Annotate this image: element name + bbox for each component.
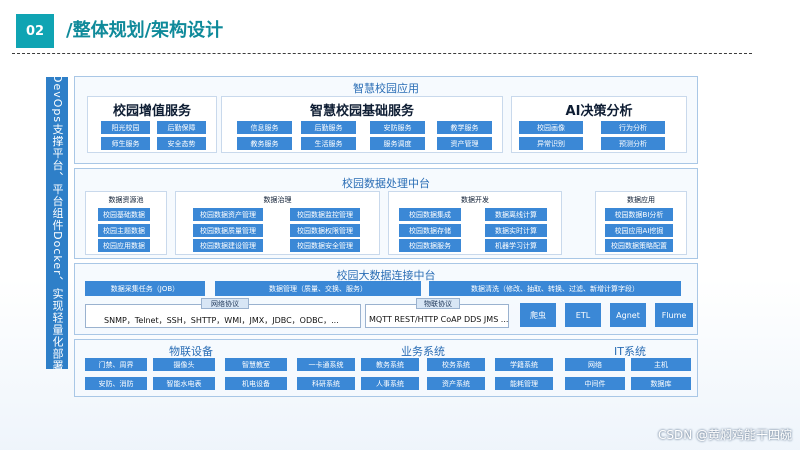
iot-devices-title: 物联设备 <box>169 345 213 358</box>
chip-teacher-student-service[interactable]: 师生服务 <box>101 137 150 150</box>
ai-decision-title: AI决策分析 <box>565 104 633 119</box>
data-pool-card: 数据资源池 校园基础数据 校园主题数据 校园应用数据 <box>85 191 167 255</box>
chip-hr-system[interactable]: 人事系统 <box>361 377 419 390</box>
bar-data-collection-job[interactable]: 数据采集任务（JOB） <box>85 281 205 296</box>
chip-anomaly-detection[interactable]: 异常识别 <box>519 137 583 150</box>
data-application-title: 数据应用 <box>627 196 655 204</box>
business-systems-title: 业务系统 <box>401 345 445 358</box>
chip-life-service[interactable]: 生活服务 <box>301 137 356 150</box>
chip-security-service[interactable]: 安防服务 <box>370 121 425 134</box>
iot-protocol-box: 物联协议 MQTT REST/HTTP CoAP DDS JMS ... <box>365 298 509 328</box>
chip-info-service[interactable]: 信息服务 <box>237 121 292 134</box>
csdn-watermark: CSDN @黄焖鸡能干四碗 <box>657 428 792 442</box>
chip-data-storage[interactable]: 校园数据存储 <box>399 224 461 237</box>
data-governance-title: 数据治理 <box>263 196 292 204</box>
data-pool-title: 数据资源池 <box>108 196 144 204</box>
chip-asset-system[interactable]: 资产系统 <box>427 377 485 390</box>
chip-data-asset-mgmt[interactable]: 校园数据资产管理 <box>193 208 263 221</box>
tool-agnet[interactable]: Agnet <box>610 303 646 327</box>
chip-data-service[interactable]: 校园数据服务 <box>399 239 461 252</box>
chip-data-quality-mgmt[interactable]: 校园数据质量管理 <box>193 224 263 237</box>
chip-asset-management[interactable]: 资产管理 <box>437 137 492 150</box>
chip-ai-mining[interactable]: 校园应用AI挖掘 <box>605 224 673 237</box>
chip-data-security-mgmt[interactable]: 校园数据安全管理 <box>290 239 360 252</box>
chip-logistics-service[interactable]: 后勤服务 <box>301 121 356 134</box>
chip-sunshine-campus[interactable]: 阳光校园 <box>101 121 150 134</box>
it-systems-title: IT系统 <box>614 345 646 358</box>
chip-energy-management[interactable]: 能耗管理 <box>495 377 553 390</box>
tool-etl[interactable]: ETL <box>565 303 601 327</box>
chip-campus-profile[interactable]: 校园画像 <box>519 121 583 134</box>
chip-camera[interactable]: 摄像头 <box>153 358 215 371</box>
chip-campus-app-data[interactable]: 校园应用数据 <box>98 239 150 252</box>
chip-network[interactable]: 网络 <box>565 358 625 371</box>
chip-ml-compute[interactable]: 机器学习计算 <box>485 239 547 252</box>
basic-service-card: 智慧校园基础服务 信息服务 后勤服务 安防服务 教学服务 教务服务 生活服务 服… <box>221 96 503 153</box>
chip-smart-meter[interactable]: 智能水电表 <box>153 377 215 390</box>
chip-prediction-analysis[interactable]: 预测分析 <box>601 137 665 150</box>
ai-decision-card: AI决策分析 校园画像 行为分析 异常识别 预测分析 <box>511 96 687 153</box>
chip-service-dispatch[interactable]: 服务调度 <box>370 137 425 150</box>
iot-protocol-list: MQTT REST/HTTP CoAP DDS JMS ... <box>369 315 509 324</box>
network-protocol-list: SNMP，Telnet，SSH，SHTTP，WMI，JMX，JDBC，ODBC，… <box>104 316 339 325</box>
chip-mechanical-equipment[interactable]: 机电设备 <box>225 377 287 390</box>
data-governance-card: 数据治理 校园数据资产管理 校园数据监控管理 校园数据质量管理 校园数据权限管理… <box>175 191 380 255</box>
bigdata-connect-title: 校园大数据连接中台 <box>336 269 436 282</box>
devops-sidebar: DevOps支撑平台、平台组件Docker、实现轻量化部署 <box>46 77 68 369</box>
chip-realtime-compute[interactable]: 数据实时计算 <box>485 224 547 237</box>
data-development-title: 数据开发 <box>461 196 489 204</box>
data-development-card: 数据开发 校园数据集成 数据离线计算 校园数据存储 数据实时计算 校园数据服务 … <box>388 191 562 255</box>
chip-data-build-mgmt[interactable]: 校园数据建设管理 <box>193 239 263 252</box>
chip-data-integration[interactable]: 校园数据集成 <box>399 208 461 221</box>
chip-logistics-support[interactable]: 后勤保障 <box>157 121 206 134</box>
network-protocol-box: 网络协议 SNMP，Telnet，SSH，SHTTP，WMI，JMX，JDBC，… <box>85 298 361 328</box>
chip-bi-analysis[interactable]: 校园数据BI分析 <box>605 208 673 221</box>
app-layer: 智慧校园应用 校园增值服务 阳光校园 后勤保障 师生服务 安全态势 智慧校园基础… <box>74 76 698 164</box>
bar-data-management[interactable]: 数据管理（质量、交换、服务） <box>215 281 421 296</box>
data-processing-layer: 校园数据处理中台 数据资源池 校园基础数据 校园主题数据 校园应用数据 数据治理… <box>74 168 698 259</box>
chip-offline-compute[interactable]: 数据离线计算 <box>485 208 547 221</box>
chip-access-control[interactable]: 门禁、周界 <box>85 358 147 371</box>
chip-fire-security[interactable]: 安防、消防 <box>85 377 147 390</box>
title-divider <box>12 53 752 54</box>
chip-research-system[interactable]: 科研系统 <box>297 377 355 390</box>
chip-security-situation[interactable]: 安全态势 <box>157 137 206 150</box>
value-added-title: 校园增值服务 <box>112 104 191 119</box>
chip-database[interactable]: 数据库 <box>631 377 691 390</box>
tool-flume[interactable]: Flume <box>655 303 693 327</box>
data-processing-title: 校园数据处理中台 <box>342 177 430 190</box>
chip-strategy-config[interactable]: 校园数据策略配置 <box>605 239 673 252</box>
chip-teaching-service[interactable]: 教学服务 <box>437 121 492 134</box>
iot-protocol-tag: 物联协议 <box>416 298 460 309</box>
chip-data-monitor-mgmt[interactable]: 校园数据监控管理 <box>290 208 360 221</box>
bigdata-connect-layer: 校园大数据连接中台 数据采集任务（JOB） 数据管理（质量、交换、服务） 数据清… <box>74 263 698 335</box>
chip-student-status-system[interactable]: 学籍系统 <box>495 358 553 371</box>
network-protocol-tag: 网络协议 <box>201 298 249 309</box>
data-application-card: 数据应用 校园数据BI分析 校园应用AI挖掘 校园数据策略配置 <box>595 191 687 255</box>
app-layer-title: 智慧校园应用 <box>353 82 419 95</box>
chip-campus-topic-data[interactable]: 校园主题数据 <box>98 224 150 237</box>
chip-host[interactable]: 主机 <box>631 358 691 371</box>
chip-one-card-system[interactable]: 一卡通系统 <box>297 358 355 371</box>
bar-data-cleansing[interactable]: 数据清洗（修改、抽取、转换、过滤、新增计算字段） <box>429 281 681 296</box>
chip-data-permission-mgmt[interactable]: 校园数据权限管理 <box>290 224 360 237</box>
page-number-badge: 02 <box>16 14 54 48</box>
page-title: /整体规划/架构设计 <box>66 20 224 41</box>
source-systems-layer: 物联设备 门禁、周界 摄像头 智慧教室 安防、消防 智能水电表 机电设备 业务系… <box>74 339 698 397</box>
chip-campus-base-data[interactable]: 校园基础数据 <box>98 208 150 221</box>
chip-smart-classroom[interactable]: 智慧教室 <box>225 358 287 371</box>
chip-academic-system[interactable]: 教务系统 <box>361 358 419 371</box>
chip-academic-service[interactable]: 教务服务 <box>237 137 292 150</box>
tool-crawler[interactable]: 爬虫 <box>520 303 556 327</box>
basic-service-title: 智慧校园基础服务 <box>309 104 414 119</box>
chip-school-affairs-system[interactable]: 校务系统 <box>427 358 485 371</box>
value-added-card: 校园增值服务 阳光校园 后勤保障 师生服务 安全态势 <box>87 96 217 153</box>
chip-behavior-analysis[interactable]: 行为分析 <box>601 121 665 134</box>
chip-middleware[interactable]: 中间件 <box>565 377 625 390</box>
